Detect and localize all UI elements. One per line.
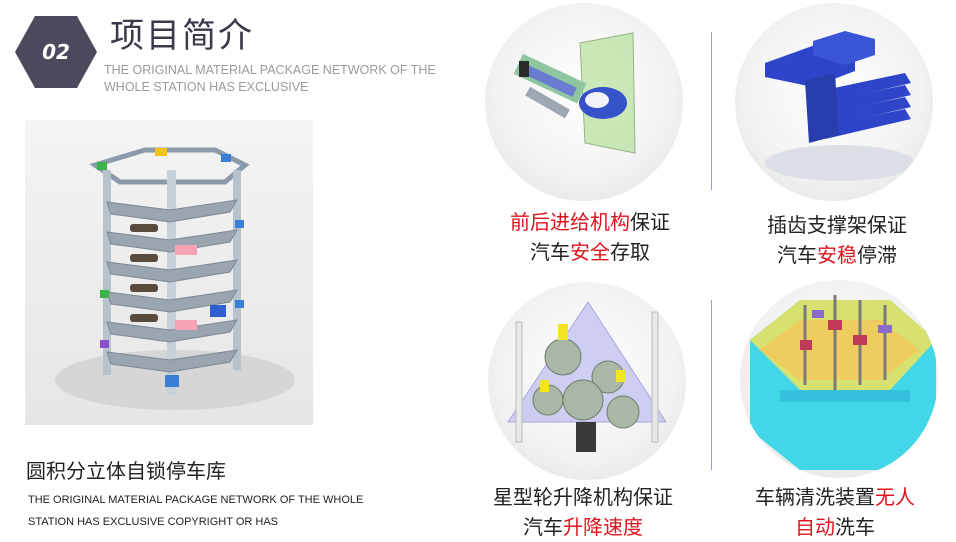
- feature-4-caption: 车辆清洗装置无人 自动洗车: [725, 482, 945, 542]
- feature-1-line2-pre: 汽车: [530, 240, 570, 264]
- feature-4-line1-plain: 车辆清洗装置: [755, 485, 875, 509]
- divider-bottom: [711, 300, 712, 470]
- main-description: THE ORIGINAL MATERIAL PACKAGE NETWORK OF…: [28, 494, 364, 528]
- feature-3-line1-plain: 星型轮升降机构保证: [493, 485, 673, 509]
- parking-tower-image: [25, 120, 313, 425]
- feature-2-line2-post: 停滞: [857, 243, 897, 267]
- feature-4-line2-post: 洗车: [835, 515, 875, 539]
- car-wash-image: [740, 280, 938, 478]
- feature-2-line2-pre: 汽车: [777, 243, 817, 267]
- star-wheel-image: [488, 282, 686, 480]
- divider-top: [711, 32, 712, 190]
- feature-3-caption: 星型轮升降机构保证 汽车升降速度: [473, 482, 693, 542]
- feature-4-line1-red: 无人: [875, 485, 915, 509]
- feature-3-line2-red: 升降速度: [563, 515, 643, 539]
- feature-4-line2-red: 自动: [795, 515, 835, 539]
- feature-2-caption: 插齿支撑架保证 汽车安稳停滞: [727, 210, 947, 270]
- feed-mechanism-image: [485, 3, 683, 201]
- comb-support-image: [735, 3, 933, 201]
- feature-1-line1-plain: 保证: [630, 210, 670, 234]
- feature-3-line2-pre: 汽车: [523, 515, 563, 539]
- main-caption: 圆积分立体自锁停车库: [26, 459, 226, 483]
- feature-1-caption: 前后进给机构保证 汽车安全存取: [480, 207, 700, 267]
- section-number: 02: [42, 40, 70, 64]
- feature-2-line2-red: 安稳: [817, 243, 857, 267]
- feature-1-line1-red: 前后进给机构: [510, 210, 630, 234]
- hexagon-shape: [15, 16, 97, 88]
- feature-1-line2-red: 安全: [570, 240, 610, 264]
- page-title: 项目简介: [110, 16, 254, 56]
- section-badge: 02: [13, 14, 99, 90]
- page-subtitle: THE ORIGINAL MATERIAL PACKAGE NETWORK OF…: [104, 63, 436, 94]
- feature-1-line2-post: 存取: [610, 240, 650, 264]
- feature-2-line1-plain: 插齿支撑架保证: [767, 213, 907, 237]
